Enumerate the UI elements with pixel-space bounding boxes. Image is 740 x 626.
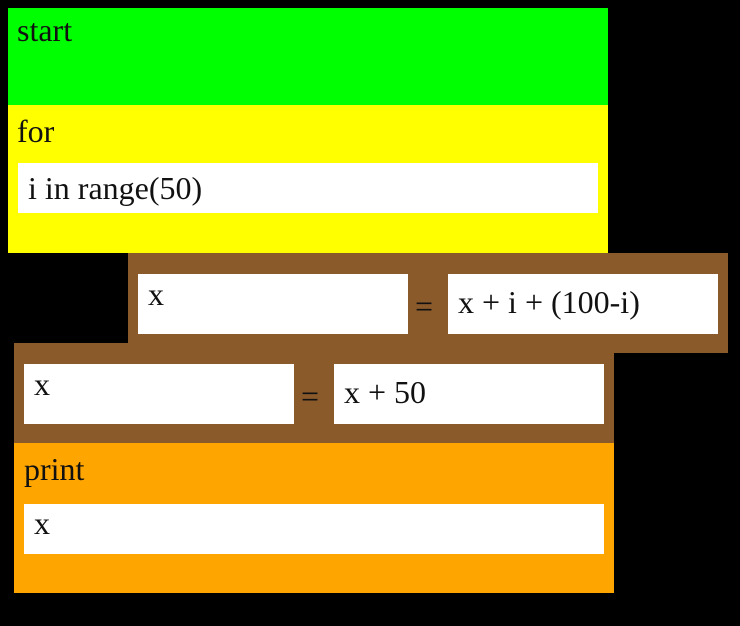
print-argument-slot[interactable]: x — [24, 504, 604, 554]
equals-sign: = — [415, 288, 434, 324]
assign-block-outer[interactable]: x = x + 50 — [14, 343, 614, 443]
equals-sign: = — [301, 378, 320, 414]
assign-expression-slot[interactable]: x + 50 — [334, 364, 604, 424]
print-block[interactable]: print x — [14, 443, 614, 593]
for-condition-slot[interactable]: i in range(50) — [18, 163, 598, 213]
assign-target-slot[interactable]: x — [138, 274, 408, 334]
assign-block-inner[interactable]: x = x + i + (100-i) — [128, 253, 728, 353]
print-label: print — [24, 451, 85, 487]
for-block[interactable]: for i in range(50) — [8, 105, 608, 253]
for-label: for — [17, 113, 55, 149]
start-label: start — [17, 12, 73, 48]
assign-target-slot[interactable]: x — [24, 364, 294, 424]
start-block[interactable]: start — [8, 8, 608, 105]
assign-expression-slot[interactable]: x + i + (100-i) — [448, 274, 718, 334]
